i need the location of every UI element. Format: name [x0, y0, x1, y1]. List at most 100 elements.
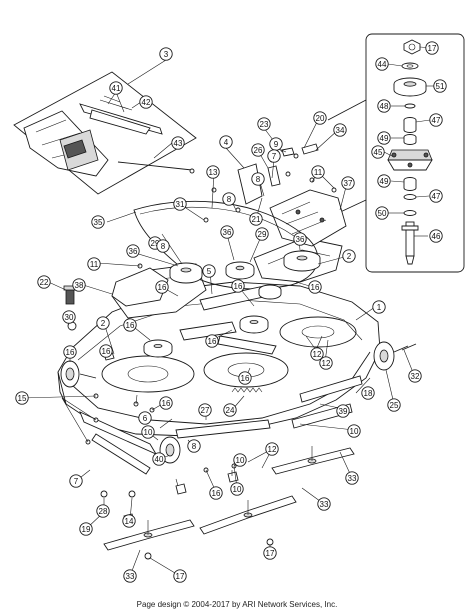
callout-circle [317, 497, 331, 511]
callout-number: 33 [126, 572, 135, 581]
callout-16: 16 [63, 345, 77, 359]
callout-number: 8 [192, 442, 197, 451]
callout-circle [377, 99, 391, 113]
callout-33: 33 [123, 569, 137, 583]
callout-number: 44 [378, 60, 387, 69]
callout-circle [425, 41, 439, 55]
callout-circle [173, 197, 187, 211]
callout-circle [342, 249, 356, 263]
callout-circle [372, 300, 386, 314]
callout-7: 7 [267, 149, 281, 163]
callout-circle [222, 192, 236, 206]
callout-16: 16 [238, 371, 252, 385]
callout-number: 11 [90, 260, 99, 269]
callout-3: 3 [159, 47, 173, 61]
callout-number: 9 [274, 140, 279, 149]
pulleys [143, 250, 321, 358]
callout-43: 43 [171, 136, 185, 150]
callout-circle [87, 257, 101, 271]
callout-circle [310, 347, 324, 361]
callout-circle [171, 136, 185, 150]
callout-10: 10 [141, 425, 155, 439]
callout-circle [377, 174, 391, 188]
callout-16: 16 [308, 280, 322, 294]
callout-circle [156, 239, 170, 253]
callout-circle [377, 131, 391, 145]
callout-circle [152, 452, 166, 466]
callout-circle [251, 172, 265, 186]
callout-number: 47 [432, 192, 441, 201]
callout-number: 4 [224, 138, 229, 147]
pulley-right [283, 250, 321, 272]
callout-4: 4 [219, 135, 233, 149]
callout-circle [173, 569, 187, 583]
callout-35: 35 [91, 215, 105, 229]
callout-circle [263, 546, 277, 560]
callout-number: 30 [65, 313, 74, 322]
callout-number: 45 [374, 148, 383, 157]
callout-circle [345, 471, 359, 485]
callout-31: 31 [173, 197, 187, 211]
callout-number: 2 [347, 252, 352, 261]
callout-number: 17 [176, 572, 185, 581]
callout-16: 16 [209, 486, 223, 500]
pulley-spindle-left [143, 339, 173, 358]
callout-circle [63, 345, 77, 359]
callout-42: 42 [139, 95, 153, 109]
callout-16: 16 [159, 396, 173, 410]
pulley-idler-right [258, 284, 282, 300]
callout-5: 5 [202, 264, 216, 278]
footer-copyright: Page design © 2004-2017 by ARI Network S… [136, 600, 338, 609]
callout-number: 32 [411, 372, 420, 381]
callout-26: 26 [251, 143, 265, 157]
callout-8: 8 [251, 172, 265, 186]
callout-number: 29 [151, 239, 160, 248]
callout-number: 12 [268, 445, 277, 454]
callout-number: 16 [234, 282, 243, 291]
callout-10: 10 [230, 482, 244, 496]
callout-number: 50 [378, 209, 387, 218]
callout-number: 12 [322, 359, 331, 368]
callout-45: 45 [371, 145, 385, 159]
callout-circle [187, 439, 201, 453]
callout-12: 12 [310, 347, 324, 361]
callout-circle [230, 482, 244, 496]
callout-circle [209, 486, 223, 500]
callout-number: 8 [227, 195, 232, 204]
callout-number: 17 [428, 44, 437, 53]
callout-circle [429, 229, 443, 243]
callout-48: 48 [377, 99, 391, 113]
callout-number: 10 [350, 427, 359, 436]
callout-number: 42 [142, 98, 151, 107]
spindle-inset [327, 33, 465, 273]
callout-number: 37 [344, 179, 353, 188]
callout-circle [313, 111, 327, 125]
callout-number: 8 [256, 175, 261, 184]
callout-circle [96, 316, 110, 330]
callout-circle [91, 215, 105, 229]
callout-number: 36 [223, 228, 232, 237]
callout-number: 40 [155, 455, 164, 464]
callout-29: 29 [255, 227, 269, 241]
callout-circle [371, 145, 385, 159]
callout-number: 28 [99, 507, 108, 516]
callout-38: 38 [72, 278, 86, 292]
callout-circle [126, 244, 140, 258]
callout-25: 25 [387, 398, 401, 412]
callout-circle [96, 504, 110, 518]
callout-number: 16 [311, 283, 320, 292]
callout-1: 1 [372, 300, 386, 314]
callout-circle [15, 391, 29, 405]
callout-number: 41 [112, 84, 121, 93]
callout-number: 13 [209, 168, 218, 177]
callout-circle [141, 425, 155, 439]
callout-number: 16 [66, 348, 75, 357]
callout-20: 20 [313, 111, 327, 125]
callout-32: 32 [408, 369, 422, 383]
callout-11: 11 [87, 257, 101, 271]
callout-number: 33 [320, 500, 329, 509]
callout-circle [72, 278, 86, 292]
callout-circle [37, 275, 51, 289]
callout-number: 15 [18, 394, 27, 403]
